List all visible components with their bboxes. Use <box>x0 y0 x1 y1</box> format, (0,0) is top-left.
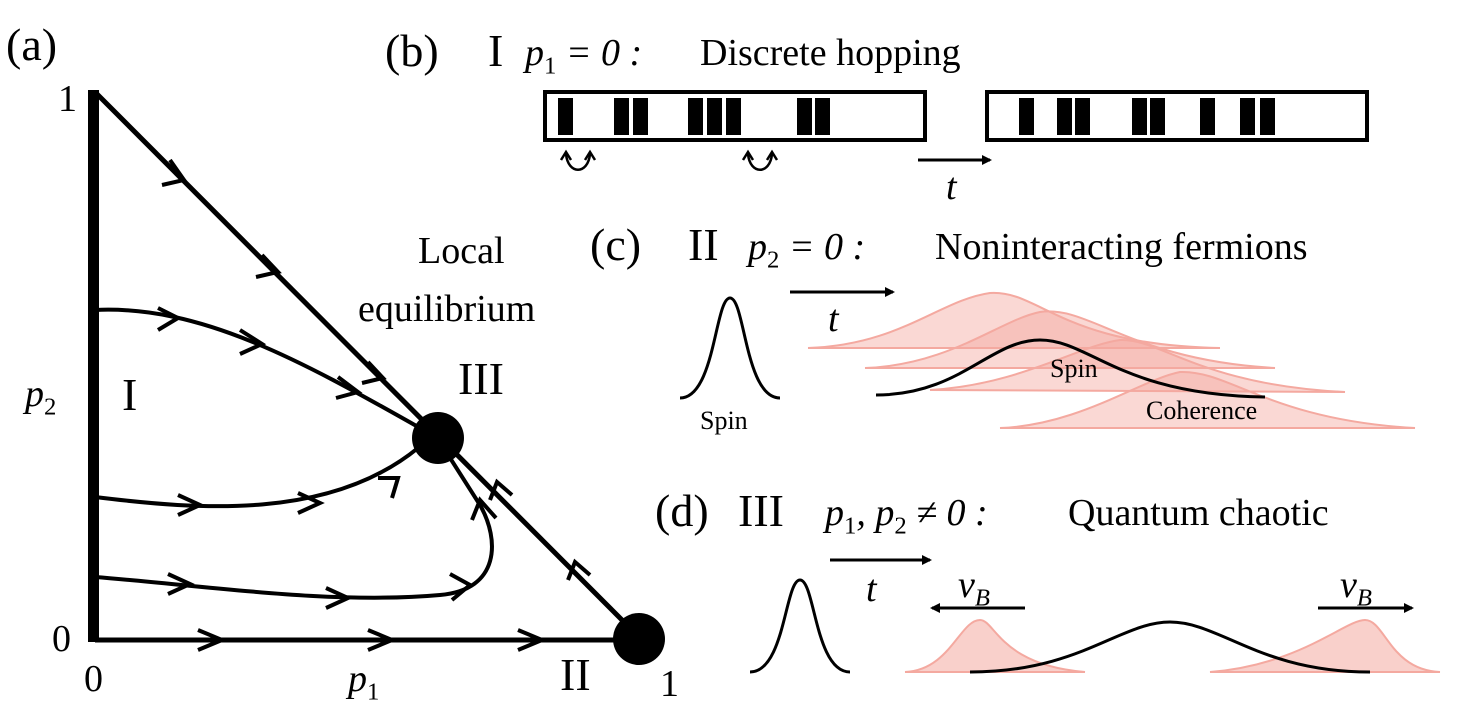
boundary-line <box>93 90 642 640</box>
panel-b-regime: I <box>488 25 504 76</box>
arrow-c3-2 <box>325 586 353 610</box>
panel-d-regime: III <box>738 485 784 536</box>
arrow-c3-1 <box>167 572 195 596</box>
p2-top-tick: 1 <box>58 78 77 120</box>
local-equilibrium-line1: Local <box>418 230 505 272</box>
arrow-hyp-1 <box>161 158 188 187</box>
panel-c-initial-spin-label: Spin <box>700 406 748 435</box>
fixed-point-III <box>412 412 464 464</box>
panel-d-label: (d) <box>655 485 709 536</box>
panel-d-time-label: t <box>866 568 877 610</box>
panel-b-label: (b) <box>385 25 439 76</box>
arrow-c2-2 <box>297 491 325 515</box>
panel-a-flow-diagram <box>88 90 665 665</box>
flow-curve-2 <box>94 446 420 509</box>
arrow-bottom-1 <box>197 628 228 652</box>
broadened-spin-profile <box>969 620 1371 674</box>
p1-origin-tick: 0 <box>84 658 103 700</box>
initial-spin-profile-d <box>749 578 851 674</box>
arrow-bottom-2 <box>367 628 398 652</box>
region-III-label: III <box>458 353 504 404</box>
p1-axis-label: p1 <box>348 658 380 706</box>
panel-b-hopping <box>543 90 1369 171</box>
arrow-return-2 <box>488 478 514 501</box>
p1-right-tick: 1 <box>660 663 679 705</box>
panel-c-spin-label: Spin <box>1050 354 1098 383</box>
butterfly-velocity-left: vB <box>958 564 990 612</box>
p2-axis-thick <box>88 90 99 642</box>
region-I-label: I <box>122 369 138 420</box>
p2-origin-tick: 0 <box>52 618 71 660</box>
p2-axis-label: p2 <box>25 373 57 421</box>
panel-c-fermions <box>679 287 1416 429</box>
arrow-hyp-2 <box>255 253 282 279</box>
arrow-c2-3 <box>378 476 401 499</box>
fixed-point-II <box>613 613 665 665</box>
local-equilibrium-line2: equilibrium <box>358 288 536 330</box>
region-II-label: II <box>560 649 591 700</box>
particles-after <box>1019 98 1275 135</box>
panel-c-regime: II <box>688 219 719 270</box>
arrow-hyp-3 <box>361 360 387 385</box>
chain-after <box>985 90 1369 142</box>
panel-c-description: Noninteracting fermions <box>935 226 1308 268</box>
panel-d-condition: p1, p2 ≠ 0 : <box>825 492 988 540</box>
hop-arrows <box>559 149 779 171</box>
flow-curve-3 <box>94 448 494 600</box>
arrow-bottom-3 <box>517 628 548 652</box>
panel-b-description: Discrete hopping <box>700 32 961 74</box>
spreading-spin-profile <box>875 338 1266 399</box>
arrow-c3-3 <box>449 572 474 602</box>
flow-arrows <box>156 158 592 652</box>
arrow-c1-3 <box>335 375 363 400</box>
panel-c-label: (c) <box>590 219 642 270</box>
panel-d-description: Quantum chaotic <box>1068 492 1329 534</box>
arrow-c2-1 <box>177 493 205 517</box>
panel-b-time-label: t <box>946 166 957 208</box>
panel-a-label: (a) <box>6 19 58 70</box>
arrow-return-1 <box>566 558 592 581</box>
arrow-c1-2 <box>238 328 267 356</box>
initial-spin-profile-c <box>679 296 781 400</box>
butterfly-fronts <box>904 618 1441 673</box>
butterfly-velocity-right: vB <box>1340 564 1372 612</box>
panel-c-condition: p2 = 0 : <box>748 226 866 274</box>
panel-c-coherence-label: Coherence <box>1146 396 1258 425</box>
flow-curve-1 <box>94 307 421 430</box>
panel-d-chaotic <box>749 555 1441 674</box>
particles-before <box>558 98 830 135</box>
panel-c-time-label: t <box>828 298 839 340</box>
spreading-packets <box>807 291 1416 429</box>
panel-b-condition: p1 = 0 : <box>525 32 643 80</box>
arrow-c1-1 <box>156 306 183 332</box>
arrow-c3-4 <box>470 496 498 521</box>
